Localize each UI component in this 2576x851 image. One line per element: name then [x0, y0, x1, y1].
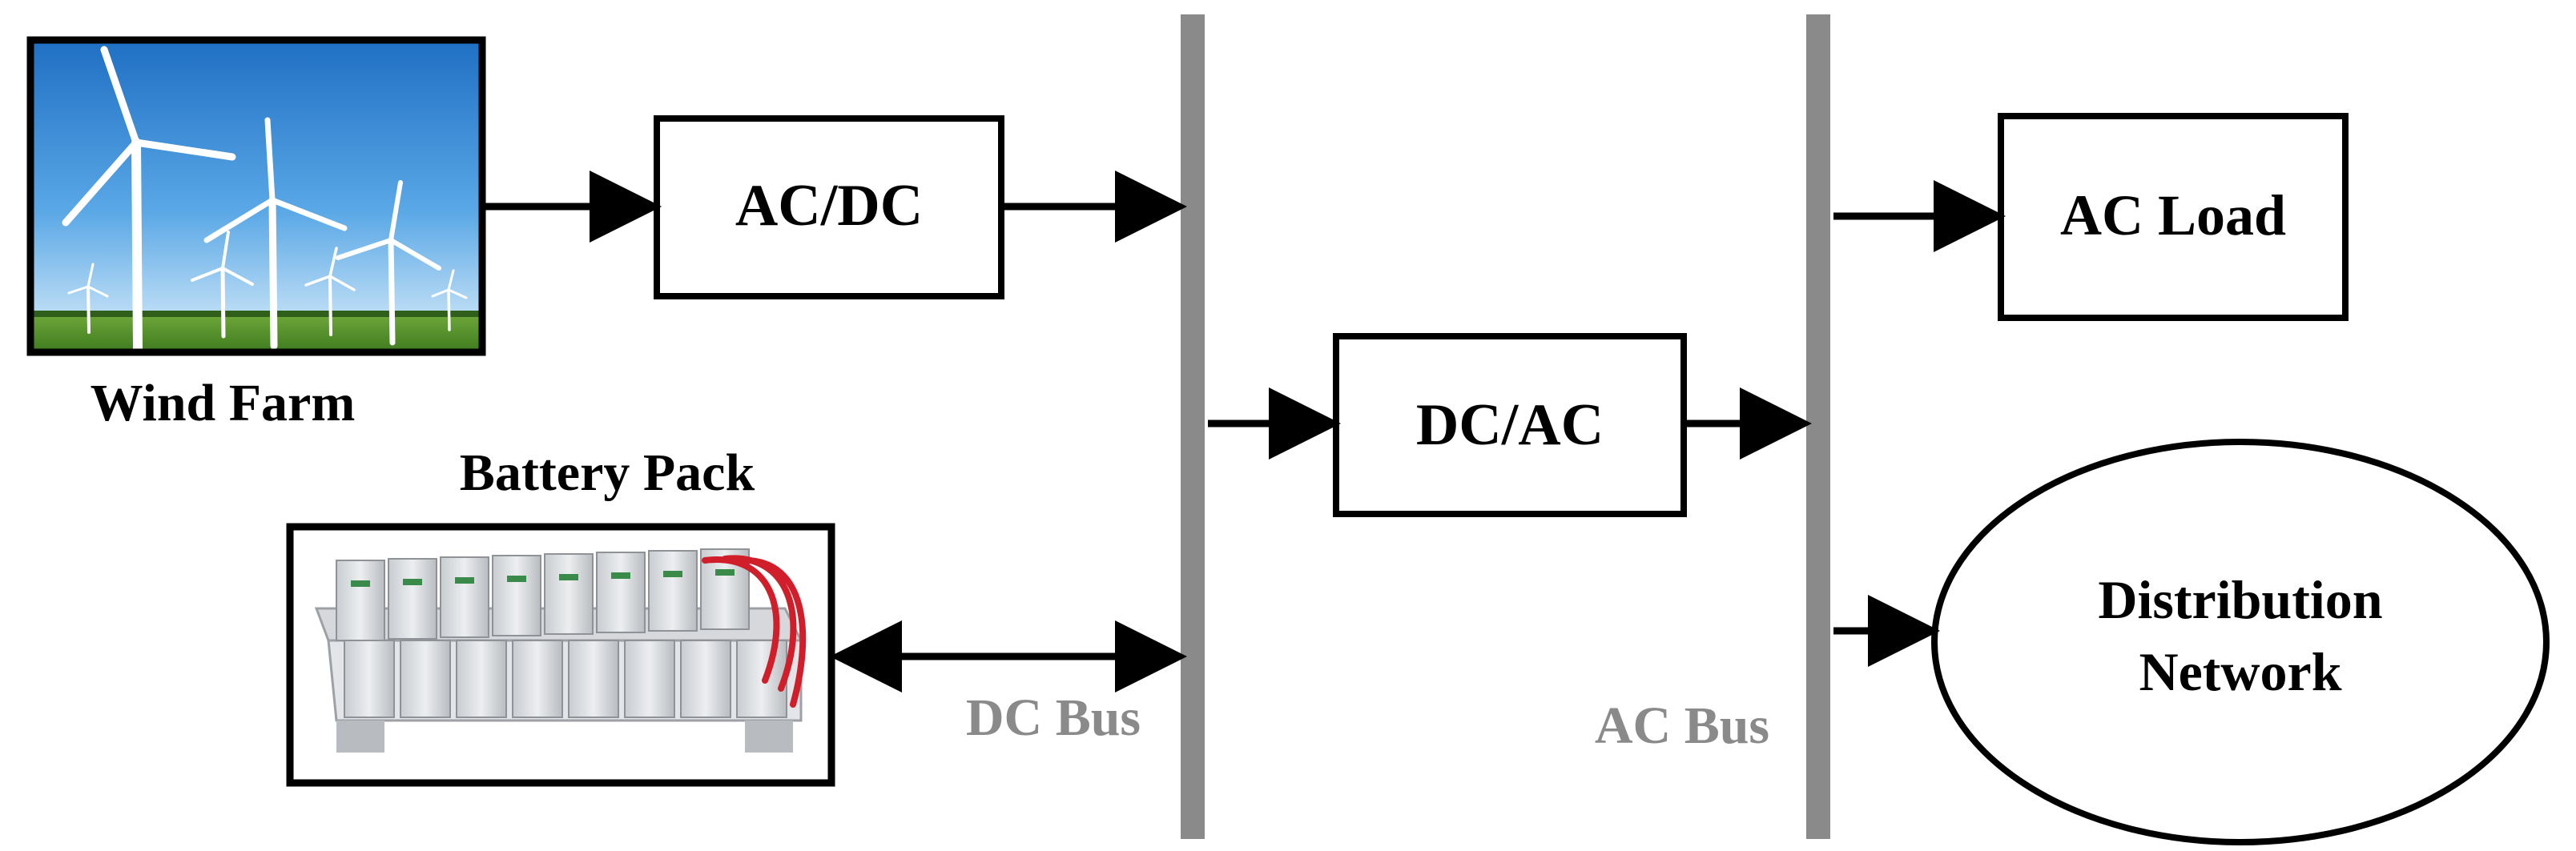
- distribution-label-line1: Distribution: [2098, 569, 2382, 630]
- battery-cable-icon: [702, 555, 807, 708]
- dc-bus-label: DC Bus: [966, 688, 1141, 747]
- wind-turbine-icon: [203, 117, 348, 350]
- wind-turbine-icon: [191, 231, 254, 339]
- dc-ac-label: DC/AC: [1416, 392, 1604, 458]
- battery-cell-icon: [336, 548, 787, 718]
- wind-turbine-icon: [62, 46, 236, 353]
- ac-bus-label: AC Bus: [1595, 696, 1769, 755]
- wind-farm-label: Wind Farm: [91, 374, 356, 432]
- distribution-label-line2: Network: [2139, 641, 2341, 702]
- battery-pack-picture: [286, 523, 835, 787]
- dc-ac-converter: DC/AC: [1333, 333, 1687, 517]
- wind-turbine-icon: [304, 247, 356, 336]
- ac-load-box: AC Load: [1998, 113, 2349, 321]
- ac-load-label: AC Load: [2060, 183, 2286, 247]
- distribution-network: Distribution Network: [1931, 439, 2550, 845]
- battery-pack-label: Battery Pack: [460, 444, 755, 502]
- wind-turbine-icon: [431, 269, 468, 331]
- dc-bus-bar: [1181, 14, 1205, 839]
- wind-farm-picture: [26, 36, 486, 356]
- ac-dc-converter: AC/DC: [654, 115, 1004, 299]
- ac-bus-bar: [1806, 14, 1830, 839]
- wind-turbine-icon: [67, 263, 109, 334]
- wind-turbine-icon: [336, 180, 441, 346]
- ac-dc-label: AC/DC: [735, 173, 923, 239]
